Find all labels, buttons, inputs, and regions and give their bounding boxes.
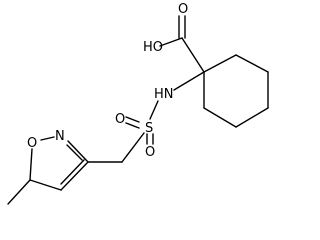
- double-bond: [125, 116, 140, 123]
- sulfonyl-oxygen-bottom-label: O: [145, 145, 155, 160]
- bond: [29, 179, 62, 191]
- carbonyl-oxygen-label: O: [178, 2, 188, 17]
- methyl-bond: [7, 179, 31, 205]
- double-bond: [125, 122, 140, 129]
- hydroxyl-label: HO: [143, 40, 163, 55]
- amine-label: HN: [154, 87, 174, 102]
- bond: [173, 71, 205, 91]
- bond: [203, 54, 237, 73]
- bond: [159, 37, 183, 47]
- double-bond: [60, 161, 89, 191]
- sulfur-label: S: [145, 121, 153, 136]
- bond: [203, 107, 237, 128]
- isoxazole-ring: [7, 136, 123, 205]
- structure-diagram: HO O HN S O O N O: [7, 2, 269, 205]
- double-bond: [66, 144, 83, 161]
- ring-nitrogen-label: N: [55, 129, 65, 144]
- ring-oxygen-label: O: [27, 136, 37, 151]
- bond: [29, 148, 33, 181]
- bond: [181, 37, 205, 73]
- double-bond: [67, 140, 89, 163]
- cyclohexane-ring: [203, 54, 269, 128]
- molecule-drawing: HO O HN S O O N O: [7, 2, 269, 205]
- carboxylic-acid-group: [159, 15, 205, 73]
- double-bond: [60, 159, 85, 185]
- bond: [235, 54, 269, 73]
- sulfonamide-group: [121, 71, 205, 163]
- bond: [40, 136, 55, 141]
- bond: [149, 100, 159, 120]
- bond: [121, 132, 145, 163]
- sulfonyl-oxygen-left-label: O: [115, 112, 125, 127]
- bond: [235, 107, 269, 128]
